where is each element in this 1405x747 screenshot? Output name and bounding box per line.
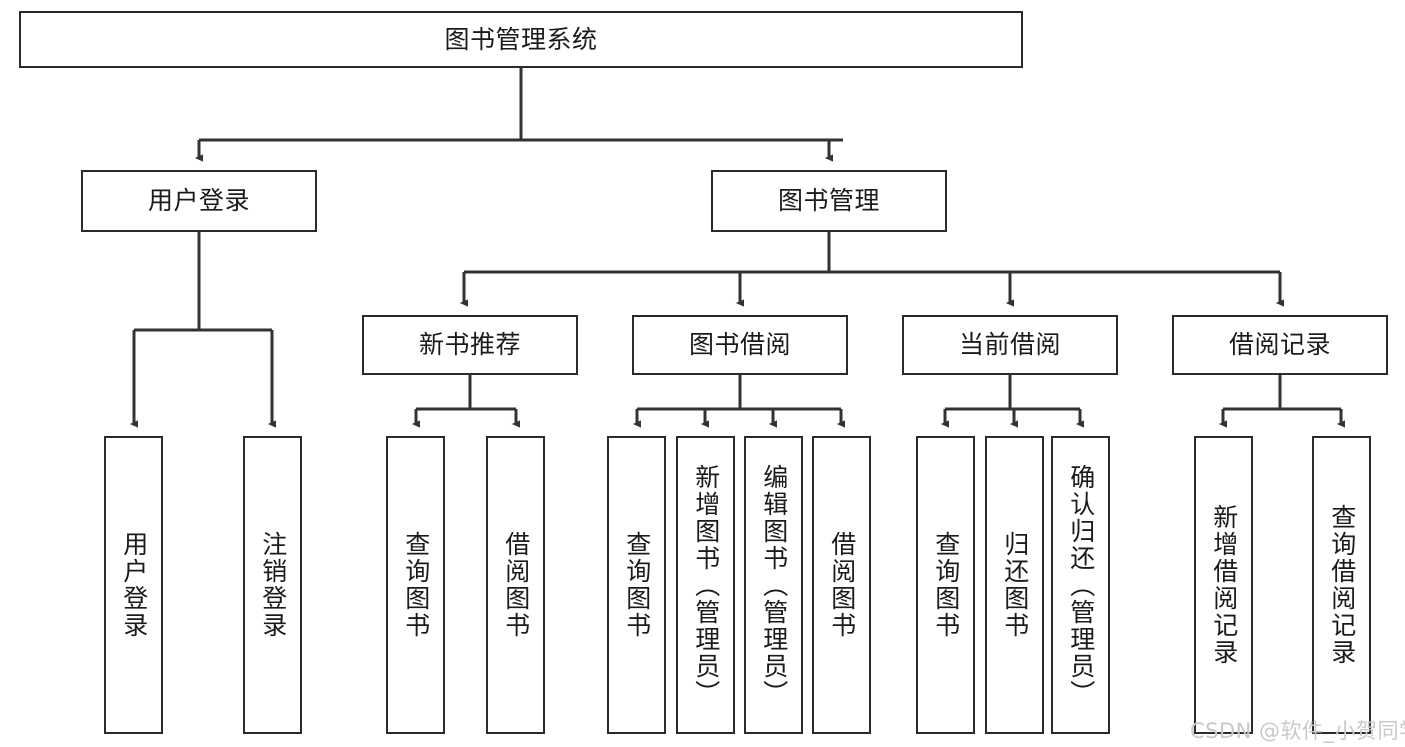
node-label: 编辑图书（管理员） xyxy=(759,463,789,707)
node-book-management[interactable]: 图书管理 xyxy=(711,170,947,232)
leaf-node-logout[interactable]: 注销登录 xyxy=(243,436,302,734)
node-label: 查询借阅记录 xyxy=(1327,504,1357,666)
leaf-node-query-book-current[interactable]: 查询图书 xyxy=(916,436,975,734)
node-new-book-recommend[interactable]: 新书推荐 xyxy=(362,315,578,375)
node-label: 新增借阅记录 xyxy=(1209,504,1239,666)
node-user-login[interactable]: 用户登录 xyxy=(81,170,317,232)
node-root-book-management-system[interactable]: 图书管理系统 xyxy=(19,11,1023,68)
node-label: 图书管理 xyxy=(777,186,880,215)
leaf-node-query-book-recommend[interactable]: 查询图书 xyxy=(386,436,445,734)
node-label: 借阅记录 xyxy=(1228,330,1331,359)
leaf-node-query-borrow-record[interactable]: 查询借阅记录 xyxy=(1312,436,1371,734)
leaf-node-query-book-borrow[interactable]: 查询图书 xyxy=(607,436,666,734)
node-label: 查询图书 xyxy=(931,531,961,639)
edge-current-borrow-to-leaves xyxy=(940,375,1085,428)
node-label: 用户登录 xyxy=(147,186,250,215)
edge-book-management-to-level3 xyxy=(459,232,1285,307)
node-label: 借阅图书 xyxy=(501,531,531,639)
leaf-node-confirm-return-admin[interactable]: 确认归还（管理员） xyxy=(1051,436,1110,734)
node-label: 借阅图书 xyxy=(827,531,857,639)
node-label: 查询图书 xyxy=(622,531,652,639)
node-borrow-record[interactable]: 借阅记录 xyxy=(1172,315,1388,375)
leaf-node-return-book[interactable]: 归还图书 xyxy=(985,436,1044,734)
edge-borrow-record-to-leaves xyxy=(1218,375,1346,428)
leaf-node-add-book-admin[interactable]: 新增图书（管理员） xyxy=(676,436,735,734)
node-current-borrow[interactable]: 当前借阅 xyxy=(902,315,1118,375)
node-label: 归还图书 xyxy=(1000,531,1030,639)
node-label: 确认归还（管理员） xyxy=(1066,463,1096,707)
edge-new-book-recommend-to-leaves xyxy=(411,375,521,428)
node-label: 图书借阅 xyxy=(688,330,791,359)
edge-root-to-level2 xyxy=(194,68,843,162)
node-label: 新增图书（管理员） xyxy=(691,463,721,707)
edge-book-borrow-to-leaves xyxy=(632,375,846,428)
node-label: 查询图书 xyxy=(401,531,431,639)
edge-user-login-to-leaves xyxy=(129,232,277,428)
leaf-node-user-login[interactable]: 用户登录 xyxy=(104,436,163,734)
node-label: 用户登录 xyxy=(119,531,149,639)
leaf-node-borrow-book[interactable]: 借阅图书 xyxy=(812,436,871,734)
leaf-node-add-borrow-record[interactable]: 新增借阅记录 xyxy=(1194,436,1253,734)
node-label: 新书推荐 xyxy=(418,330,521,359)
node-label: 图书管理系统 xyxy=(444,24,598,54)
node-book-borrow[interactable]: 图书借阅 xyxy=(632,315,848,375)
leaf-node-borrow-book-recommend[interactable]: 借阅图书 xyxy=(486,436,545,734)
node-label: 注销登录 xyxy=(258,531,288,639)
leaf-node-edit-book-admin[interactable]: 编辑图书（管理员） xyxy=(744,436,803,734)
node-label: 当前借阅 xyxy=(958,330,1061,359)
